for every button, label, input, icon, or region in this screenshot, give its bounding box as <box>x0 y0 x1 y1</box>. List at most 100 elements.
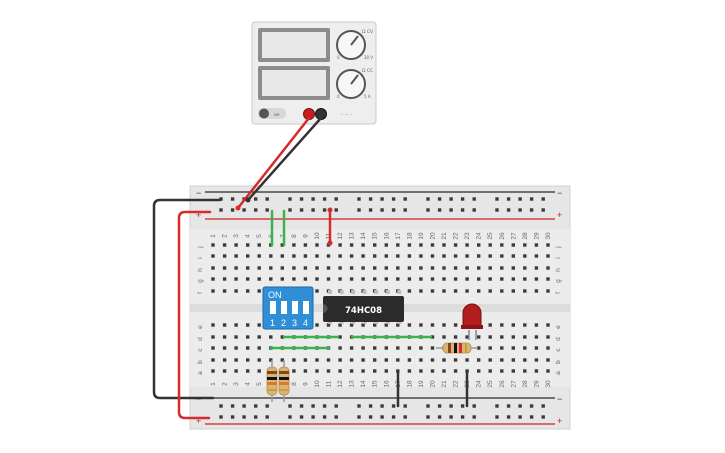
hole-rail-pos-bottom[interactable] <box>391 415 396 419</box>
hole-h13[interactable] <box>349 266 354 270</box>
hole-i16[interactable] <box>384 254 388 258</box>
hole-d5[interactable] <box>257 335 261 339</box>
hole-rail-pos-bottom[interactable] <box>219 415 223 419</box>
hole-a29[interactable] <box>534 369 539 373</box>
hole-a26[interactable] <box>500 369 504 373</box>
hole-b10[interactable] <box>315 358 319 362</box>
hole-a24[interactable] <box>477 369 481 373</box>
hole-rail-pos-bottom[interactable] <box>426 415 430 419</box>
hole-rail-pos-top[interactable] <box>472 208 476 212</box>
hole-g15[interactable] <box>373 277 377 281</box>
hole-a22[interactable] <box>453 369 458 373</box>
hole-f22[interactable] <box>453 289 458 293</box>
hole-a13[interactable] <box>349 369 354 373</box>
hole-rail-pos-top[interactable] <box>219 208 223 212</box>
hole-f30[interactable] <box>546 289 550 293</box>
hole-rail-neg-bottom[interactable] <box>460 404 465 408</box>
hole-j10[interactable] <box>315 243 319 247</box>
hole-b28[interactable] <box>523 358 527 362</box>
hole-rail-pos-bottom[interactable] <box>368 415 373 419</box>
hole-g16[interactable] <box>384 277 388 281</box>
hole-g3[interactable] <box>234 277 238 281</box>
hole-c24[interactable] <box>477 346 481 350</box>
hole-g26[interactable] <box>500 277 504 281</box>
hole-g27[interactable] <box>511 277 515 281</box>
hole-rail-pos-bottom[interactable] <box>311 415 315 419</box>
hole-rail-pos-top[interactable] <box>368 208 373 212</box>
hole-rail-pos-bottom[interactable] <box>254 415 258 419</box>
hole-f23[interactable] <box>465 289 469 293</box>
hole-a3[interactable] <box>234 369 238 373</box>
dip-toggle-1[interactable] <box>270 301 276 314</box>
hole-h16[interactable] <box>384 266 388 270</box>
hole-rail-pos-top[interactable] <box>541 208 545 212</box>
hole-i25[interactable] <box>488 254 492 258</box>
hole-rail-pos-top[interactable] <box>288 208 292 212</box>
hole-j8[interactable] <box>292 243 296 247</box>
hole-c5[interactable] <box>257 346 261 350</box>
hole-b15[interactable] <box>373 358 377 362</box>
hole-h6[interactable] <box>269 266 273 270</box>
hole-rail-neg-top[interactable] <box>518 197 522 201</box>
hole-d2[interactable] <box>222 335 227 339</box>
hole-e22[interactable] <box>453 323 458 327</box>
hole-d23[interactable] <box>465 335 469 339</box>
hole-i24[interactable] <box>477 254 481 258</box>
led[interactable] <box>461 303 483 340</box>
hole-rail-pos-bottom[interactable] <box>541 415 545 419</box>
hole-a1[interactable] <box>211 369 215 373</box>
hole-c13[interactable] <box>349 346 354 350</box>
hole-g10[interactable] <box>315 277 319 281</box>
hole-j29[interactable] <box>534 243 539 247</box>
hole-e15[interactable] <box>373 323 377 327</box>
hole-h5[interactable] <box>257 266 261 270</box>
hole-f3[interactable] <box>234 289 238 293</box>
hole-rail-neg-bottom[interactable] <box>368 404 373 408</box>
hole-h19[interactable] <box>419 266 423 270</box>
hole-rail-neg-top[interactable] <box>460 197 465 201</box>
hole-d26[interactable] <box>500 335 504 339</box>
hole-e3[interactable] <box>234 323 238 327</box>
hole-e12[interactable] <box>338 323 342 327</box>
hole-rail-neg-top[interactable] <box>449 197 453 201</box>
hole-a4[interactable] <box>246 369 250 373</box>
hole-j4[interactable] <box>246 243 250 247</box>
hole-rail-pos-top[interactable] <box>460 208 465 212</box>
hole-f24[interactable] <box>477 289 481 293</box>
hole-rail-pos-top[interactable] <box>506 208 511 212</box>
hole-j30[interactable] <box>546 243 550 247</box>
hole-d24[interactable] <box>477 335 481 339</box>
hole-j2[interactable] <box>222 243 227 247</box>
hole-rail-neg-bottom[interactable] <box>495 404 499 408</box>
hole-d28[interactable] <box>523 335 527 339</box>
hole-h29[interactable] <box>534 266 539 270</box>
hole-c20[interactable] <box>430 346 435 350</box>
hole-c4[interactable] <box>246 346 250 350</box>
dip-toggle-3[interactable] <box>292 301 298 314</box>
hole-d25[interactable] <box>488 335 492 339</box>
hole-rail-pos-top[interactable] <box>403 208 407 212</box>
hole-rail-pos-top[interactable] <box>254 208 258 212</box>
hole-i20[interactable] <box>430 254 435 258</box>
hole-h11[interactable] <box>326 266 331 270</box>
hole-g4[interactable] <box>246 277 250 281</box>
resistor-1[interactable] <box>266 360 278 402</box>
hole-rail-neg-bottom[interactable] <box>230 404 235 408</box>
hole-d22[interactable] <box>453 335 458 339</box>
hole-f21[interactable] <box>442 289 446 293</box>
black-wire-supply[interactable] <box>246 116 323 202</box>
hole-e2[interactable] <box>222 323 227 327</box>
dip-toggle-4[interactable] <box>303 301 309 314</box>
hole-i12[interactable] <box>338 254 342 258</box>
hole-rail-neg-bottom[interactable] <box>472 404 476 408</box>
hole-rail-neg-bottom[interactable] <box>529 404 534 408</box>
hole-e19[interactable] <box>419 323 423 327</box>
hole-b7[interactable] <box>280 358 284 362</box>
hole-a20[interactable] <box>430 369 435 373</box>
hole-h21[interactable] <box>442 266 446 270</box>
hole-e30[interactable] <box>546 323 550 327</box>
hole-rail-pos-top[interactable] <box>449 208 453 212</box>
hole-h8[interactable] <box>292 266 296 270</box>
hole-i10[interactable] <box>315 254 319 258</box>
